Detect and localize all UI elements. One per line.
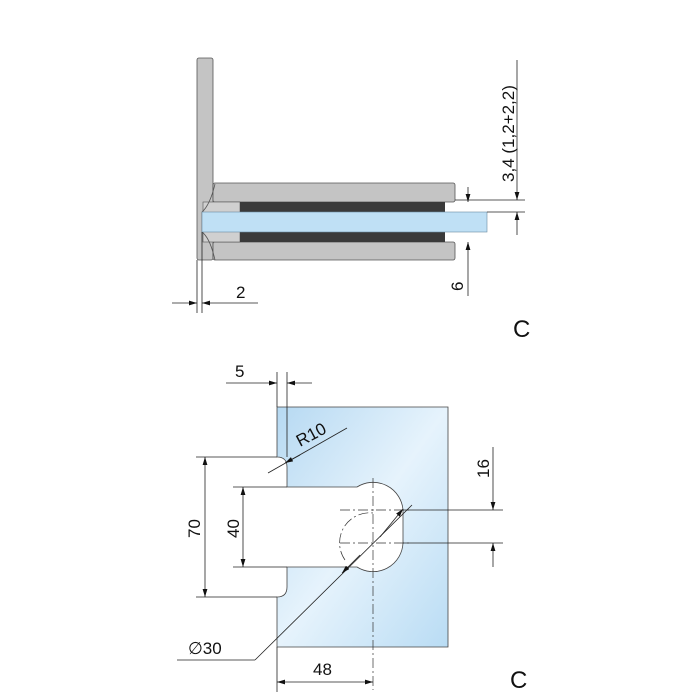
side-view: 3,4 (1,2+2,2) 6 2 C — [172, 57, 530, 343]
dim-offset-label: 2 — [236, 283, 245, 302]
front-view: 5 R10 70 40 16 ∅30 48 C — [177, 362, 527, 694]
dim-thickness-label: 3,4 (1,2+2,2) — [499, 85, 518, 182]
dim-height-outer-label: 70 — [185, 519, 204, 538]
dim-hole-offset-label: 16 — [474, 459, 493, 478]
glass-panel-side — [201, 211, 488, 233]
variant-label-front: C — [510, 667, 527, 694]
clamp-top-arm — [212, 182, 456, 203]
variant-label-side: C — [513, 316, 530, 343]
gasket-top — [240, 202, 445, 212]
dim-depth-label: 6 — [448, 282, 467, 291]
gasket-bottom — [240, 232, 445, 242]
dim-hole-diameter-label: ∅30 — [188, 639, 222, 658]
clamp-bottom-arm — [212, 241, 456, 261]
dim-edge-label: 5 — [235, 362, 244, 381]
dim-hole-position-label: 48 — [313, 660, 332, 679]
dim-height-slot-label: 40 — [224, 519, 243, 538]
